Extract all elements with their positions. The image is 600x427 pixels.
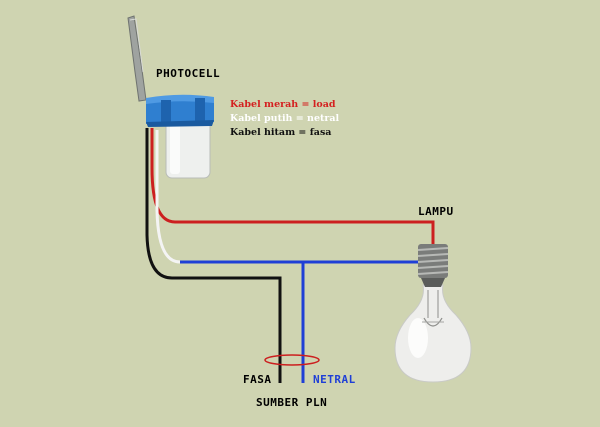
legend-black: Kabel hitam = fasa: [230, 127, 332, 138]
sumber-pln-label: SUMBER PLN: [256, 396, 328, 409]
black-phase-wire: [145, 128, 282, 383]
photocell-label: PHOTOCELL: [156, 67, 221, 80]
netral-label: NETRAL: [313, 373, 356, 386]
wire-legend: Kabel merah = load Kabel putih = netral …: [230, 98, 339, 140]
red-load-wire: [150, 128, 435, 244]
photocell-sensor: [146, 94, 214, 179]
legend-red: Kabel merah = load: [230, 99, 336, 110]
light-bulb: [394, 244, 472, 383]
lampu-label: LAMPU: [418, 205, 454, 218]
sumber-ring: [264, 354, 320, 366]
photocell-bracket: [127, 15, 147, 102]
wires: [145, 128, 435, 383]
white-neutral-wire: [155, 130, 181, 264]
fasa-label: FASA: [243, 373, 272, 386]
legend-white: Kabel putih = netral: [230, 113, 340, 124]
